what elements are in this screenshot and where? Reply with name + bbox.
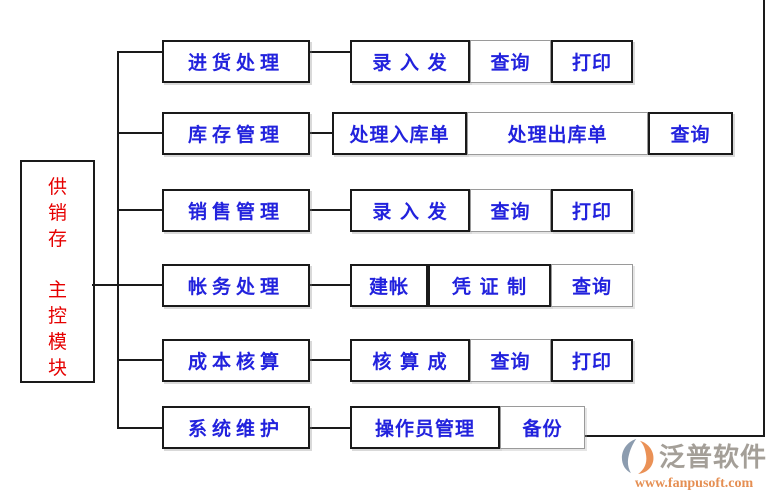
child-box: 录 入 发 [350, 40, 470, 83]
fanpu-watermark: 泛普软件 www.fanpusoft.com [621, 438, 767, 491]
child-box: 查询 [551, 264, 633, 307]
connector-line-row1 [117, 51, 162, 53]
connector-line-row3 [117, 209, 162, 211]
child-box: 打印 [551, 40, 633, 83]
child-box: 处理出库单 [467, 112, 648, 155]
child-connector-row3 [308, 209, 350, 211]
child-connector-row1 [308, 51, 350, 53]
fanpu-logo-url: www.fanpusoft.com [634, 476, 754, 491]
category-box-accounting: 帐务处理 [162, 264, 310, 307]
child-box: 凭 证 制 [428, 264, 551, 307]
child-box: 备份 [500, 406, 585, 449]
root-title-bottom: 主控模块 [47, 279, 67, 379]
child-box: 查询 [470, 189, 551, 232]
child-box: 核 算 成 [350, 339, 470, 382]
fanpu-logo-text: 泛普软件 [658, 443, 767, 473]
child-connector-row2 [308, 132, 334, 134]
child-box: 查询 [470, 339, 551, 382]
child-box: 查询 [470, 40, 551, 83]
connector-line-row6 [117, 427, 162, 429]
child-box: 打印 [551, 339, 633, 382]
root-title-top: 供销存 [47, 176, 67, 250]
tree-spine-line [117, 51, 119, 429]
tail-horizontal-line [583, 435, 764, 437]
root-connector-line [92, 284, 162, 286]
child-box: 操作员管理 [350, 406, 500, 449]
child-box: 录 入 发 [350, 189, 470, 232]
fanpu-logo-icon [621, 438, 657, 478]
child-box: 建帐 [350, 264, 428, 307]
connector-line-row5 [117, 359, 162, 361]
right-border-line [763, 0, 765, 437]
root-module-box: 供销存 主控模块 [20, 160, 95, 383]
category-box-cost: 成本核算 [162, 339, 310, 382]
connector-line-row2 [117, 132, 162, 134]
child-box: 处理入库单 [332, 112, 467, 155]
child-box: 查询 [648, 112, 733, 155]
category-box-system: 系统维护 [162, 406, 310, 449]
child-box: 打印 [551, 189, 633, 232]
category-box-inventory: 库存管理 [162, 112, 310, 155]
child-connector-row5 [308, 359, 350, 361]
category-box-purchase: 进货处理 [162, 40, 310, 83]
category-box-sales: 销售管理 [162, 189, 310, 232]
child-connector-row6 [308, 427, 350, 429]
child-connector-row4 [308, 284, 350, 286]
